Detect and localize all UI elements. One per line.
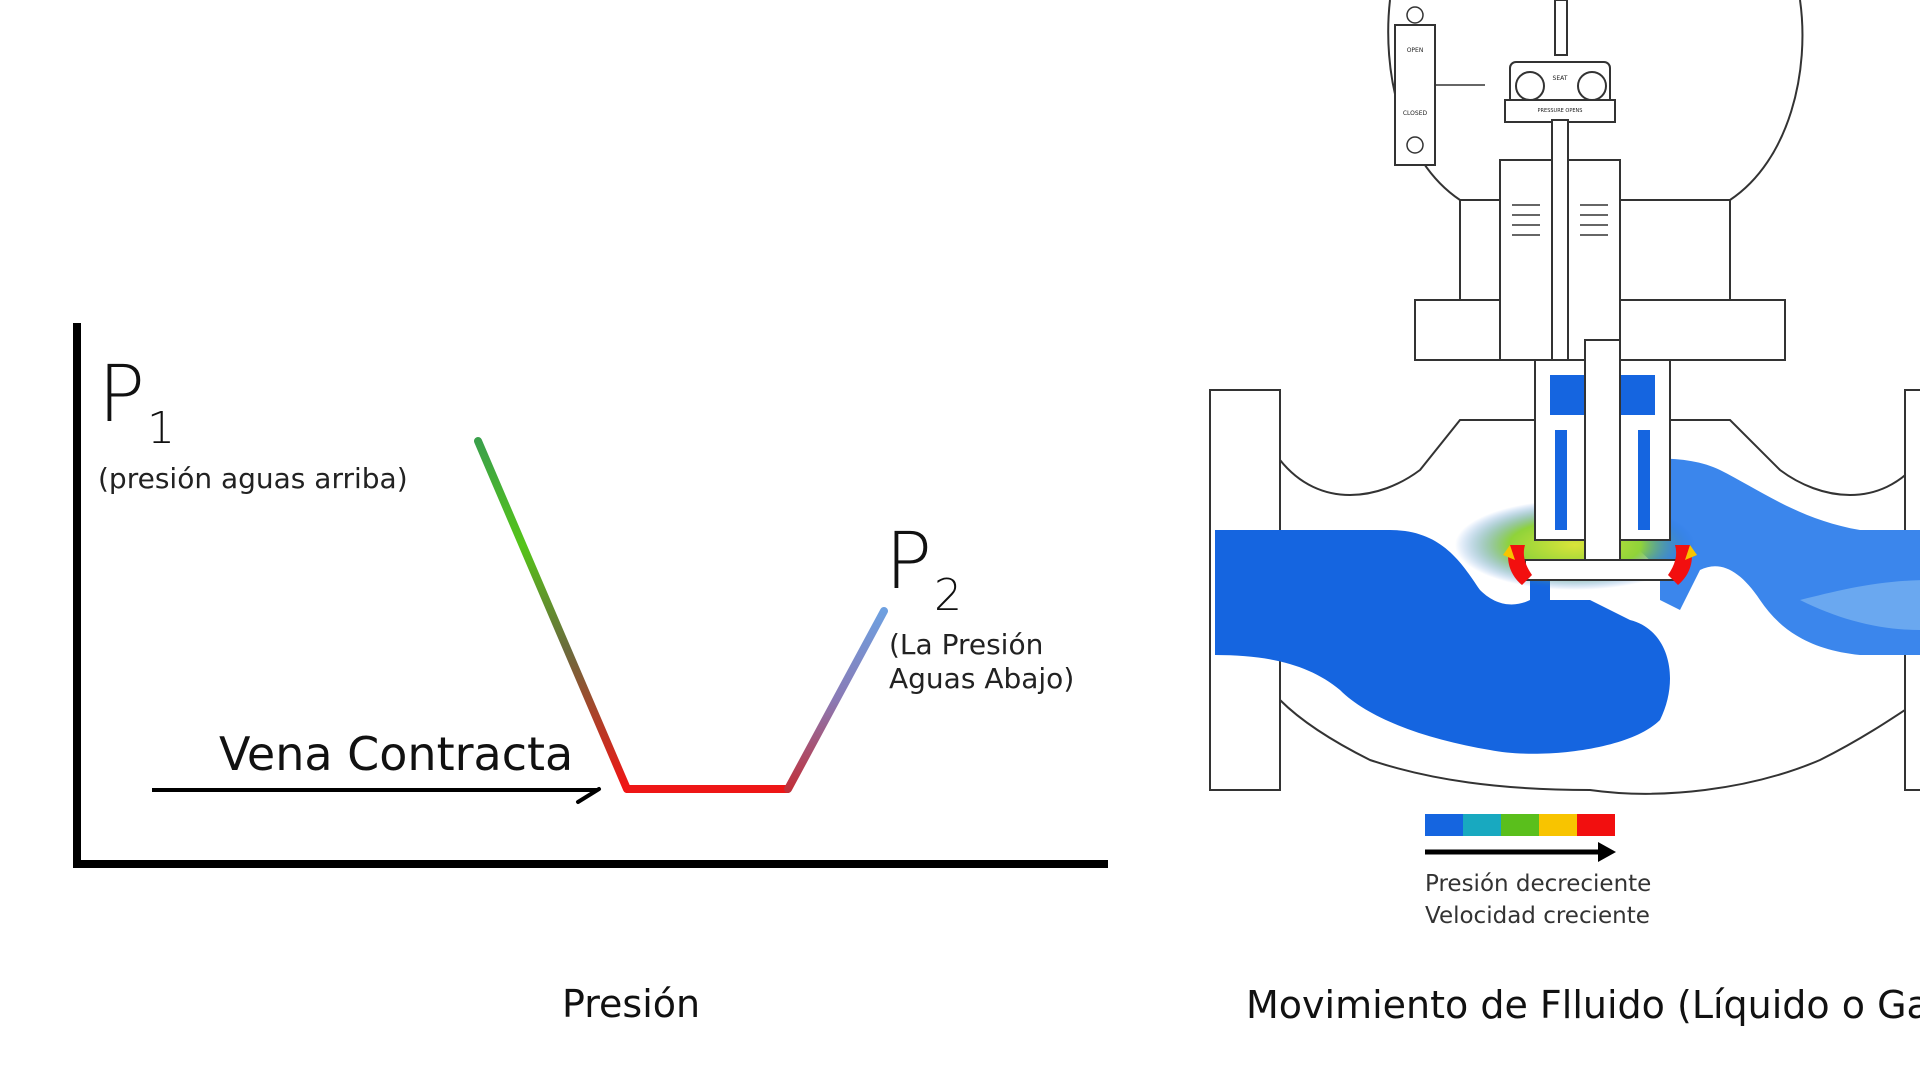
- p2-label: P2: [885, 523, 962, 618]
- p2-symbol: P: [885, 517, 933, 607]
- legend-line1: Presión decreciente: [1425, 871, 1652, 897]
- legend-color-bar: [1425, 814, 1615, 836]
- gauge-indicator: OPEN CLOSED SEAT PRESSURE OPENS: [1403, 6, 1583, 154]
- pressure-drop-line: [474, 437, 631, 793]
- pressure-caption: Presión: [562, 982, 701, 1026]
- valve-cross-section: OPEN CLOSED SEAT PRESSURE OPENS: [1209, 0, 1920, 862]
- p2-note: (La Presión Aguas Abajo): [889, 628, 1074, 695]
- gauge-open-text: OPEN: [1407, 47, 1424, 54]
- legend-arrow: [1425, 842, 1616, 862]
- gauge-closed-text: CLOSED: [1403, 110, 1428, 117]
- pressure-profile-graphic: [73, 323, 1108, 868]
- fluid-inlet: [1215, 530, 1670, 754]
- legend-line2: Velocidad creciente: [1425, 903, 1650, 929]
- throttling-red-right: [1668, 545, 1692, 585]
- legend-text: Presión decreciente Velocidad creciente: [1425, 868, 1652, 932]
- p2-subscript: 2: [934, 570, 963, 621]
- valve-plug: [1503, 339, 1697, 585]
- p1-label: P1: [98, 356, 175, 451]
- vena-contracta-label: Vena Contracta: [219, 727, 574, 781]
- pressure-diagram: P1 (presión aguas arriba) P2 (La Presión…: [73, 323, 1108, 1026]
- gauge-pressure-opens-text: PRESSURE OPENS: [1538, 108, 1583, 114]
- p1-note: (presión aguas arriba): [98, 462, 408, 495]
- valve-diagram: OPEN CLOSED SEAT PRESSURE OPENS: [1160, 0, 1920, 1080]
- p2-note-line1: (La Presión: [889, 628, 1044, 661]
- p2-note-line2: Aguas Abajo): [889, 661, 1075, 695]
- gauge-seat-text: SEAT: [1553, 75, 1568, 82]
- vena-contracta-arrow: [152, 787, 601, 804]
- throttling-red-left: [1508, 545, 1532, 585]
- p1-symbol: P: [98, 350, 146, 440]
- valve-caption: Movimiento de Flluido (Líquido o Gas): [1246, 983, 1920, 1027]
- pressure-recovery-line: [784, 607, 888, 793]
- fluid-outlet-highlight: [1800, 580, 1920, 630]
- p1-subscript: 1: [147, 403, 176, 454]
